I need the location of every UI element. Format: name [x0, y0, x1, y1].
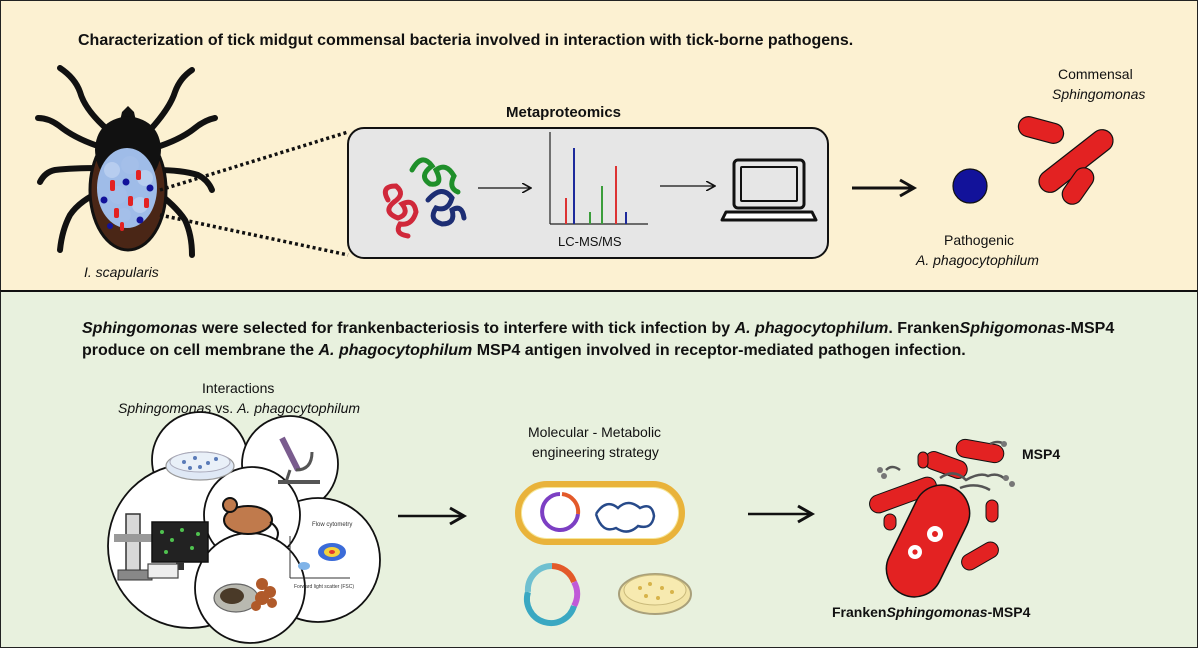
- culture-plate-icon: [618, 573, 692, 615]
- text-genus: Sphigomonas: [959, 320, 1066, 337]
- commensal-genus-label: Sphingomonas: [1052, 86, 1146, 102]
- text-species: A. phagocytophilum: [318, 342, 473, 359]
- mouse-icon: [222, 497, 279, 541]
- metaproteomics-label: Metaproteomics: [506, 104, 622, 121]
- text-genus: Sphingomonas: [118, 400, 212, 416]
- franken-sphingomonas-label: FrankenSphingomonas-MSP4: [832, 604, 1030, 620]
- flow-cytometry-title: Flow cytometry: [312, 522, 353, 528]
- pathogen-cell: [952, 168, 988, 204]
- strategy-label-line2: engineering strategy: [532, 444, 659, 460]
- description-line-2: produce on cell membrane the A. phagocyt…: [82, 340, 1182, 362]
- engineered-bacterium: [515, 481, 685, 545]
- pathogenic-label: Pathogenic: [944, 232, 1015, 248]
- text-segment: vs.: [211, 400, 238, 416]
- flow-cytometry-plot: [289, 536, 350, 579]
- text-segment: were selected for frankenbacteriosis to …: [197, 320, 735, 337]
- franken-bacteria-cluster: [869, 438, 1015, 598]
- microscope-icon: [278, 436, 320, 484]
- text-segment: -MSP4: [987, 604, 1031, 620]
- tick-species-label: I. scapularis: [84, 264, 159, 280]
- lcms-label: LC-MS/MS: [558, 234, 622, 249]
- ms-spectrum-chart: [549, 132, 648, 225]
- tick-sample-icon: [213, 578, 277, 613]
- text-segment: . Franken: [888, 320, 960, 337]
- plasmid-icon: [523, 562, 581, 627]
- commensal-bacteria: [1017, 116, 1114, 205]
- laptop-icon: [720, 158, 818, 222]
- tick-midgut: [97, 148, 157, 231]
- text-genus: Sphingomonas: [886, 604, 988, 620]
- msp4-label: MSP4: [1022, 446, 1061, 462]
- bottom-panel-description: Sphingomonas were selected for frankenba…: [82, 318, 1182, 362]
- metaproteomics-box: [347, 127, 829, 259]
- pathogen-species-label: A. phagocytophilum: [916, 252, 1039, 268]
- description-line-1: Sphingomonas were selected for frankenba…: [82, 318, 1182, 340]
- top-panel-title: Characterization of tick midgut commensa…: [78, 32, 854, 49]
- text-segment: produce on cell membrane the: [82, 342, 319, 359]
- lab-equipment-icon: [114, 513, 209, 581]
- interactions-subtitle: Sphingomonas vs. A. phagocytophilum: [118, 400, 360, 416]
- petri-dish-icon: [165, 451, 235, 481]
- text-segment: -MSP4: [1065, 320, 1115, 337]
- text-genus: Sphingomonas: [82, 320, 198, 337]
- commensal-label: Commensal: [1058, 66, 1133, 82]
- zoom-lines: [159, 130, 349, 257]
- strategy-label-line1: Molecular - Metabolic: [528, 424, 662, 440]
- text-segment: Franken: [832, 604, 887, 620]
- flow-cytometry-xlabel: Forward light scatter (FSC): [294, 584, 355, 590]
- text-species: A. phagocytophilum: [734, 320, 889, 337]
- interactions-label: Interactions: [202, 380, 275, 396]
- text-segment: MSP4 antigen involved in receptor-mediat…: [472, 342, 966, 359]
- text-species: A. phagocytophilum: [237, 400, 361, 416]
- tick-illustration: [35, 65, 218, 258]
- protein-structures-icon: [382, 157, 467, 239]
